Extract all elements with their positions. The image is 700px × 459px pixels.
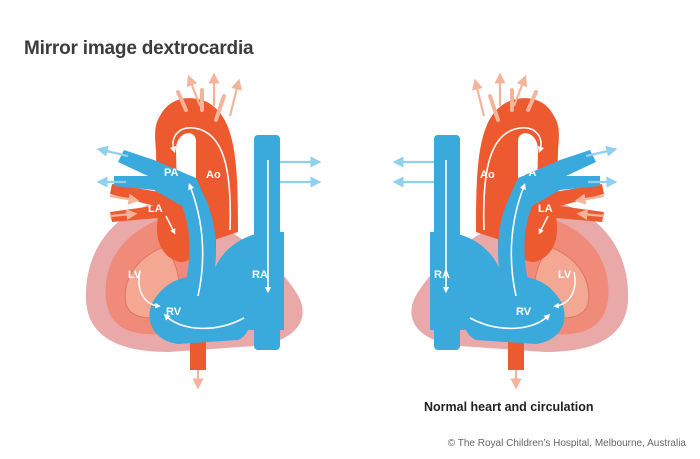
page-title: Mirror image dextrocardia — [24, 38, 254, 59]
label-rv-normal: RV — [516, 306, 532, 318]
dextrocardia-heart: PA Ao LA LV RV RA — [86, 78, 316, 384]
label-lv-normal: LV — [558, 269, 572, 281]
label-ra-mirror: RA — [252, 269, 268, 281]
label-la-mirror: LA — [148, 203, 163, 215]
copyright-notice: © The Royal Children’s Hospital, Melbour… — [447, 438, 686, 449]
label-rv-mirror: RV — [166, 306, 182, 318]
label-pa-mirror: PA — [164, 167, 179, 179]
label-la-normal: LA — [538, 203, 553, 215]
label-lv-mirror: LV — [128, 269, 142, 281]
label-ao-mirror: Ao — [206, 169, 221, 181]
label-pa-normal: PA — [522, 167, 537, 179]
label-ra-normal: RA — [434, 269, 450, 281]
caption-normal-heart: Normal heart and circulation — [424, 400, 594, 414]
label-ao-normal: Ao — [480, 169, 495, 181]
normal-heart: Ao PA LA LV RV RA — [398, 78, 628, 384]
